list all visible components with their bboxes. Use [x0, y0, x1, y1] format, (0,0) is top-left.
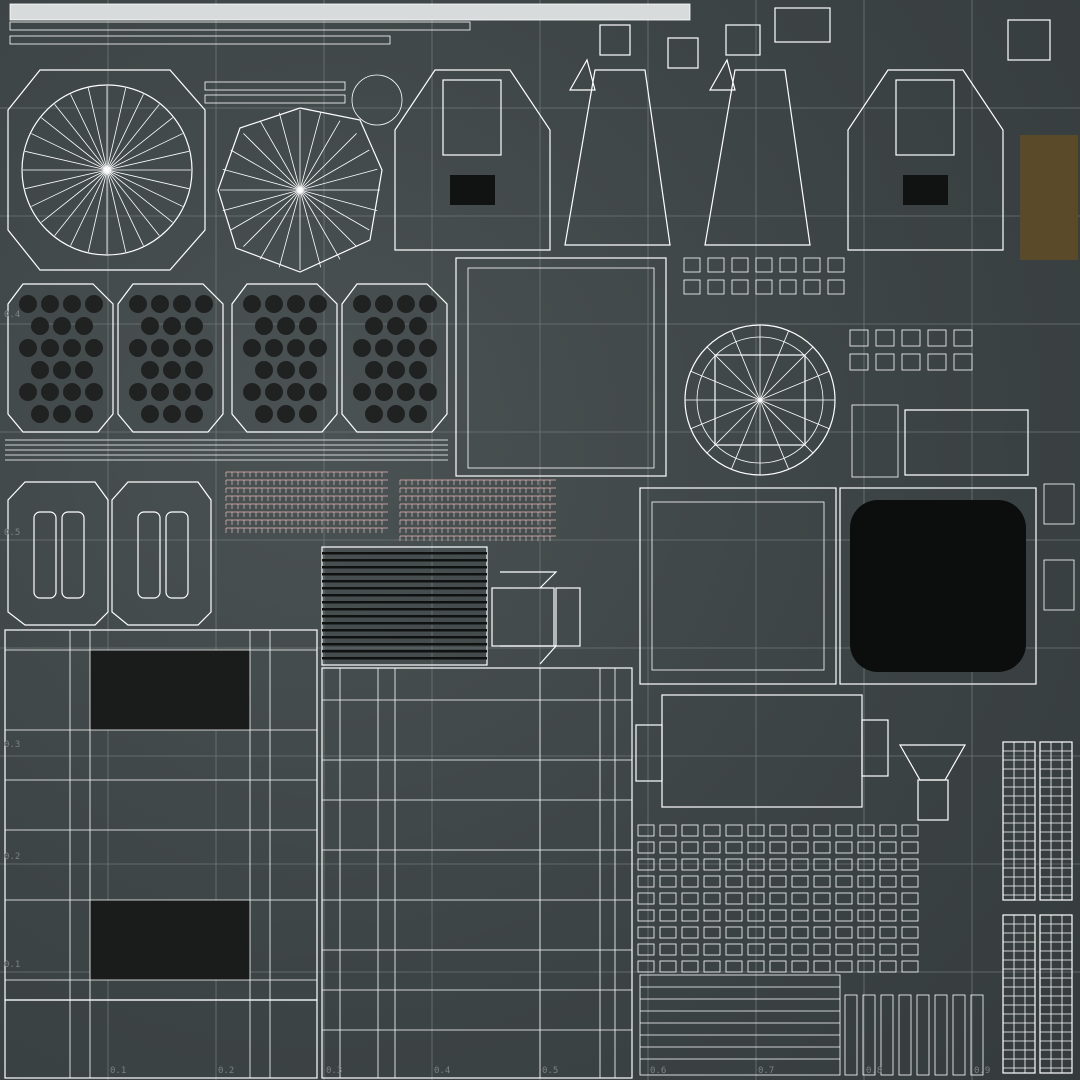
round-hatch	[684, 324, 836, 476]
small-parts-lower-right	[637, 824, 984, 1076]
center-plate	[455, 257, 667, 477]
small-parts-upper-right	[683, 257, 1029, 478]
round-part-2	[217, 74, 403, 273]
u-axis-tick: 0.1	[110, 1066, 127, 1076]
ladder-strips	[225, 471, 556, 541]
round-part-1	[7, 69, 206, 271]
v-axis-tick: 0.2	[4, 852, 21, 862]
u-axis-tick: 0.2	[218, 1066, 235, 1076]
dark-panels-right	[639, 483, 1075, 685]
u-axis-tick: 0.6	[650, 1066, 667, 1076]
engine-sled	[635, 694, 967, 821]
u-axis-tick: 0.8	[866, 1066, 883, 1076]
bracket-part	[491, 571, 581, 665]
grid-panels-far-right	[1002, 741, 1073, 1074]
perforated-panels	[5, 283, 448, 461]
u-axis-tick: 0.7	[758, 1066, 775, 1076]
stripe-block	[321, 546, 488, 666]
v-axis-tick: 0.1	[4, 960, 21, 970]
u-axis-tick: 0.4	[434, 1066, 451, 1076]
u-axis-tick: 0.9	[974, 1066, 991, 1076]
u-axis-tick: 0.3	[326, 1066, 343, 1076]
v-axis-tick: 0.5	[4, 528, 21, 538]
v-axis-tick: 0.3	[4, 740, 21, 750]
u-axis-tick: 0.5	[542, 1066, 559, 1076]
top-strips	[9, 3, 691, 104]
oval-ports	[7, 481, 212, 626]
hull-panel-left	[4, 629, 318, 1079]
v-axis-tick: 0.4	[4, 310, 21, 320]
engine-panels-top	[394, 7, 1078, 260]
hull-panel-center	[321, 667, 633, 1079]
